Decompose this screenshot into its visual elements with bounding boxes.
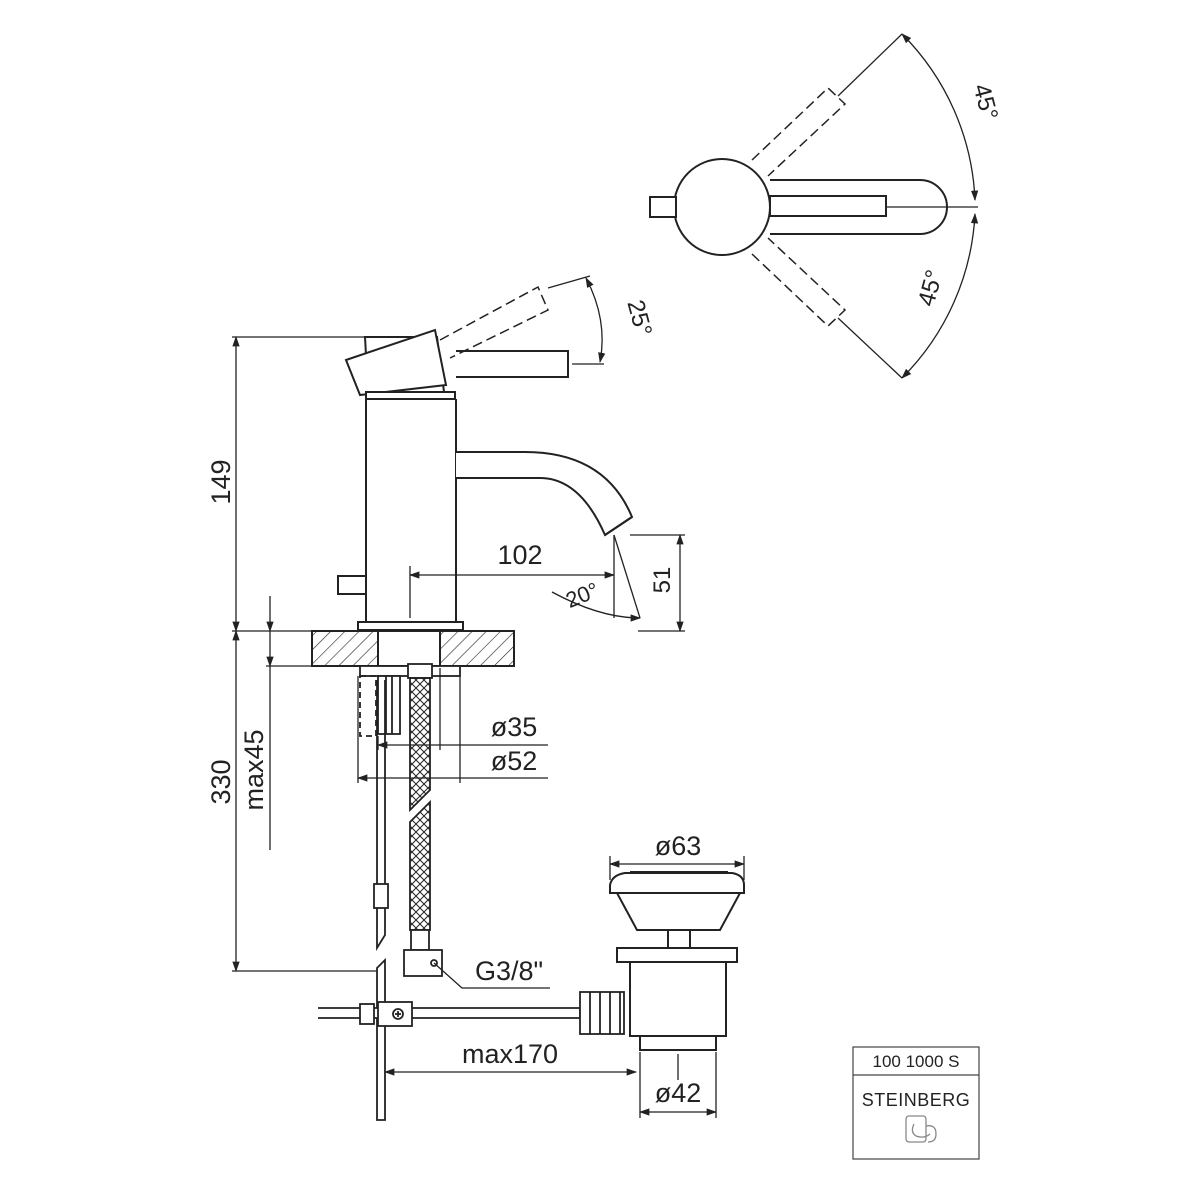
label-20deg: 20° [562, 577, 602, 613]
label-51: 51 [649, 567, 676, 594]
lever-handle [456, 350, 569, 378]
label-d42: ø42 [655, 1078, 702, 1108]
product-code: 100 1000 S [873, 1052, 960, 1071]
faucet-body [365, 399, 457, 623]
title-block: 100 1000 S STEINBERG [852, 1046, 980, 1160]
dimension-lines [232, 275, 746, 1118]
label-max170: max170 [462, 1039, 558, 1069]
hose-nut [403, 949, 443, 977]
label-45deg-top: 45° [968, 81, 1003, 123]
label-149: 149 [206, 459, 236, 504]
base-plate [357, 621, 464, 631]
countertop [311, 630, 515, 667]
label-25deg: 25° [622, 297, 657, 339]
label-g38: G3/8" [475, 956, 543, 986]
waste-rod [318, 991, 625, 1035]
cartridge-ring [365, 391, 456, 400]
faucet-top-view [649, 33, 979, 379]
label-d35: ø35 [491, 712, 538, 742]
rod-clamp [377, 1001, 413, 1027]
body-circle [673, 158, 771, 256]
flex-hose [403, 663, 443, 977]
faucet-side-view [337, 285, 634, 631]
label-45deg-bottom: 45° [913, 267, 948, 309]
spout [456, 451, 634, 537]
label-102: 102 [497, 540, 542, 570]
steinberg-logo-icon [905, 1115, 937, 1143]
popup-waste [609, 871, 745, 1051]
label-max45: max45 [239, 729, 269, 810]
label-d63: ø63 [655, 831, 702, 861]
dimension-labels: 149 330 max45 102 20° 51 25° ø35 ø52 ø63… [206, 81, 1003, 1108]
brand-name: STEINBERG [862, 1090, 971, 1110]
label-d52: ø52 [491, 746, 538, 776]
popup-knob [337, 575, 367, 595]
label-330: 330 [206, 759, 236, 804]
